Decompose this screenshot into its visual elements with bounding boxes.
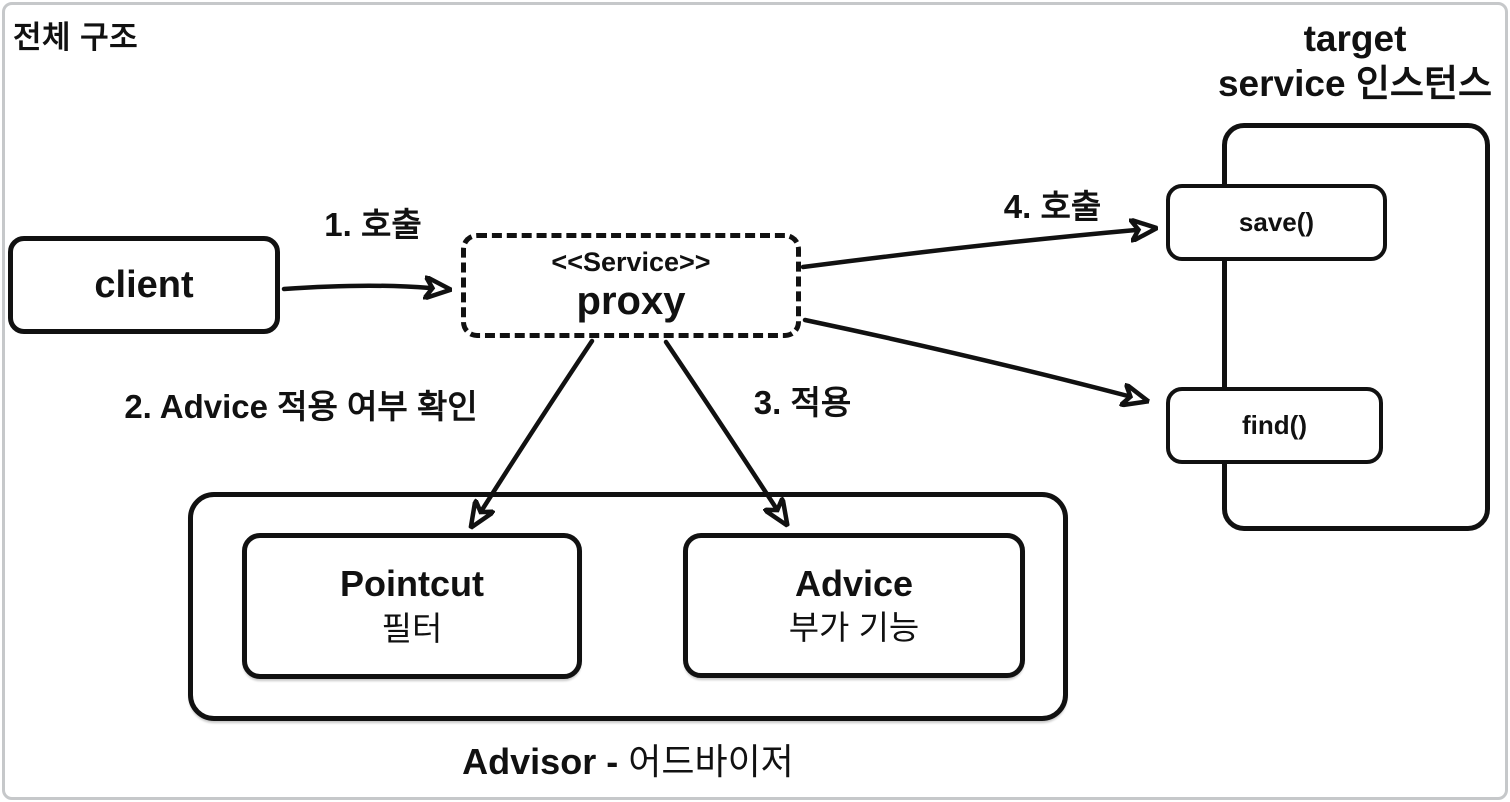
pointcut-subtitle: 필터 [381,609,443,647]
pointcut-node: Pointcut 필터 [242,533,582,679]
edge-label-call-4: 4. 호출 [1003,188,1102,225]
advice-node: Advice 부가 기능 [683,533,1025,678]
edge-label-call-1: 1. 호출 [324,206,422,243]
proxy-node: <<Service>> proxy [461,233,801,338]
target-title-line2: service 인스턴스 [1217,63,1492,104]
save-method-node: save() [1166,184,1387,261]
edge-label-check-2: 2. Advice 적용 여부 확인 [124,388,478,425]
pointcut-title: Pointcut [340,563,484,605]
edge-label-apply-3: 3. 적용 [753,384,852,421]
find-method-node: find() [1166,387,1383,464]
advice-subtitle: 부가 기능 [788,609,920,647]
client-label: client [94,263,194,306]
target-container [1222,123,1490,531]
advisor-caption: Advisor -어드바이저 [188,733,1068,785]
target-title-line1: target [1303,18,1407,59]
proxy-stereotype: <<Service>> [551,246,711,277]
target-title: target service 인스턴스 [1200,16,1510,106]
save-method-label: save() [1238,207,1315,237]
client-node: client [8,236,280,334]
advice-title: Advice [794,562,914,604]
advisor-container [188,492,1068,721]
find-method-label: find() [1242,410,1307,440]
proxy-label: proxy [576,279,686,324]
diagram-title: 전체 구조 [13,20,139,55]
advisor-caption-ko: 어드바이저 [628,741,794,782]
advisor-caption-en: Advisor - [462,741,619,782]
